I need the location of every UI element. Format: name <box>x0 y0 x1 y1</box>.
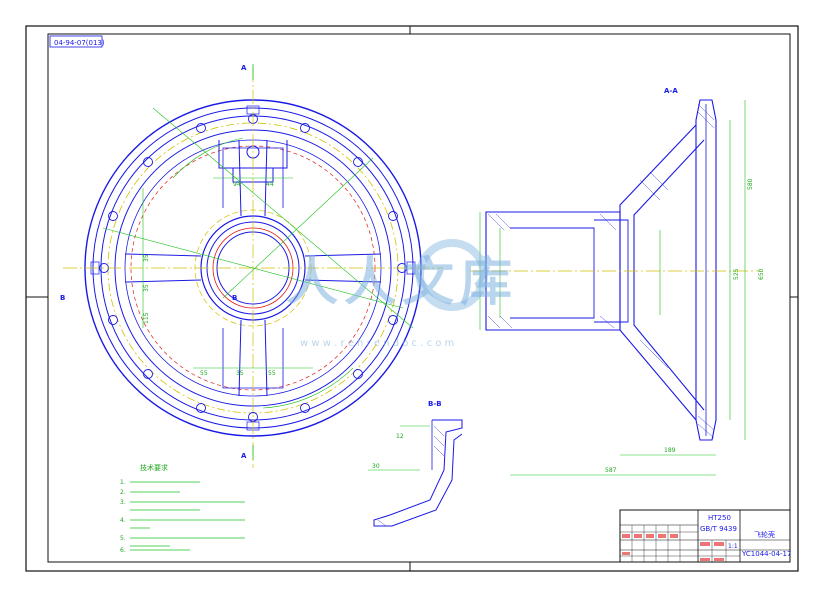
dim-right-sub: 189 <box>664 447 676 454</box>
dim-left-2: 35 <box>143 254 150 262</box>
dim-small-1: 12 <box>396 433 404 440</box>
material: HT250 <box>708 514 731 522</box>
dim-side-2: 525 <box>733 268 740 280</box>
dim-left-1: 115 <box>143 312 150 324</box>
note-5: 5. <box>120 535 126 542</box>
corner-code: 04-94-07(013) <box>54 39 105 47</box>
front-view <box>63 68 443 468</box>
outer-frame <box>25 25 799 572</box>
dim-left-3: 35 <box>143 284 150 292</box>
note-4: 4. <box>120 517 126 524</box>
dim-side-1: 580 <box>747 178 754 190</box>
part-name: 飞轮壳 <box>754 530 775 539</box>
section-aa-view: A-A 587 189 580 525 <box>470 87 765 476</box>
note-3: 3. <box>120 499 126 506</box>
title-block: HT250 GB/T 9439 飞轮壳 1:1 YC1044-04-17 <box>619 509 791 563</box>
notes-title: 技术要求 <box>140 463 168 472</box>
dim-bottom-2: 35 <box>236 370 244 377</box>
note-2: 2. <box>120 489 126 496</box>
watermark-url: w w w . r e n r e n d o c . c o m <box>300 338 454 349</box>
technical-notes: 技术要求 1. 2. 3. 4. 5. 6. <box>120 463 245 554</box>
watermark: 人人文库 w w w . r e n r e n d o c . c o m <box>286 239 518 349</box>
standard: GB/T 9439 <box>700 525 737 533</box>
dim-side-3: 650 <box>758 268 765 280</box>
view-arrow-b-left: B <box>60 294 65 302</box>
dim-bottom-1: 55 <box>200 370 208 377</box>
corner-code-box <box>49 35 103 48</box>
note-6: 6. <box>120 547 126 554</box>
watermark-main: 人人文库 <box>286 253 518 313</box>
view-arrow-b-small: B <box>232 294 237 302</box>
drawing-number: YC1044-04-17 <box>741 550 791 558</box>
note-1: 1. <box>120 479 126 486</box>
dim-right-total: 587 <box>605 467 617 474</box>
section-bb-view: B-B 12 30 <box>368 400 463 527</box>
dim-small-2: 30 <box>372 463 380 470</box>
section-aa-label: A-A <box>664 87 678 95</box>
dim-bottom-3: 55 <box>268 370 276 377</box>
dim-top-1: 94 <box>233 181 241 188</box>
view-arrow-a-top: A <box>241 64 247 72</box>
section-bb-label: B-B <box>428 400 442 408</box>
view-arrow-a-bottom: A <box>241 452 247 460</box>
inner-frame <box>47 33 791 563</box>
scale: 1:1 <box>728 543 738 550</box>
dim-top-2: 44 <box>266 181 274 188</box>
